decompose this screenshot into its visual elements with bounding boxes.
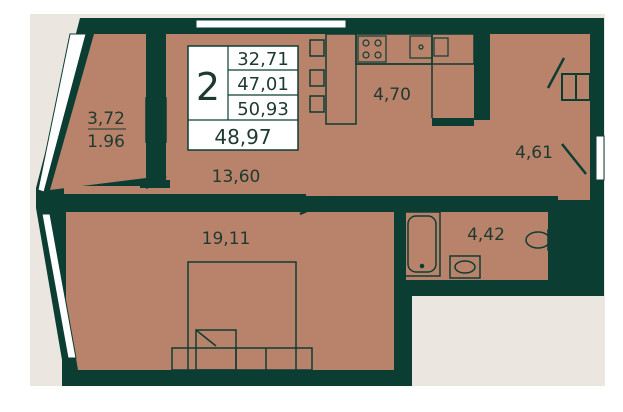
kitchen-area: 4,70 [373,85,411,105]
bathroom-area: 4,42 [467,225,505,245]
area-value-1: 32,71 [237,49,289,70]
balcony-reduced-area: 1.96 [87,132,125,152]
washbasin-icon [449,255,481,279]
bed-icon [171,261,313,373]
bedroom-floor [66,212,394,370]
bathtub-icon [403,211,441,277]
room-count: 2 [196,65,220,109]
total-area: 48,97 [214,125,271,149]
bedroom-window [41,213,77,359]
stove-icon [357,35,387,63]
corridor-shelves [475,39,489,93]
hall-area: 13,60 [212,167,261,187]
room-labels: 3,72 1.96 13,60 4,70 4,61 19,11 4,42 [87,85,553,249]
windows [37,19,605,359]
balcony-floor [50,34,146,190]
corridor-window [595,135,605,181]
area-value-2: 47,01 [237,74,289,95]
balcony-door [145,97,167,143]
balcony-window [37,33,87,193]
balcony-area: 3,72 [87,109,125,129]
floor-areas [50,34,590,370]
kitchen-window [195,19,347,29]
bathroom-floor [398,212,556,280]
toilet-icon [525,229,557,251]
wardrobe-icon [561,73,591,101]
corridor-area: 4,61 [515,143,553,163]
door-swings [145,57,587,216]
area-value-3: 50,93 [237,99,289,120]
hall-floor [64,34,548,200]
info-box: 2 32,71 47,01 50,93 48,97 [187,45,299,151]
corridor-floor [490,34,590,200]
utility-shaft [565,221,595,249]
bedroom-area: 19,11 [202,229,251,249]
sink-icon [409,35,449,59]
